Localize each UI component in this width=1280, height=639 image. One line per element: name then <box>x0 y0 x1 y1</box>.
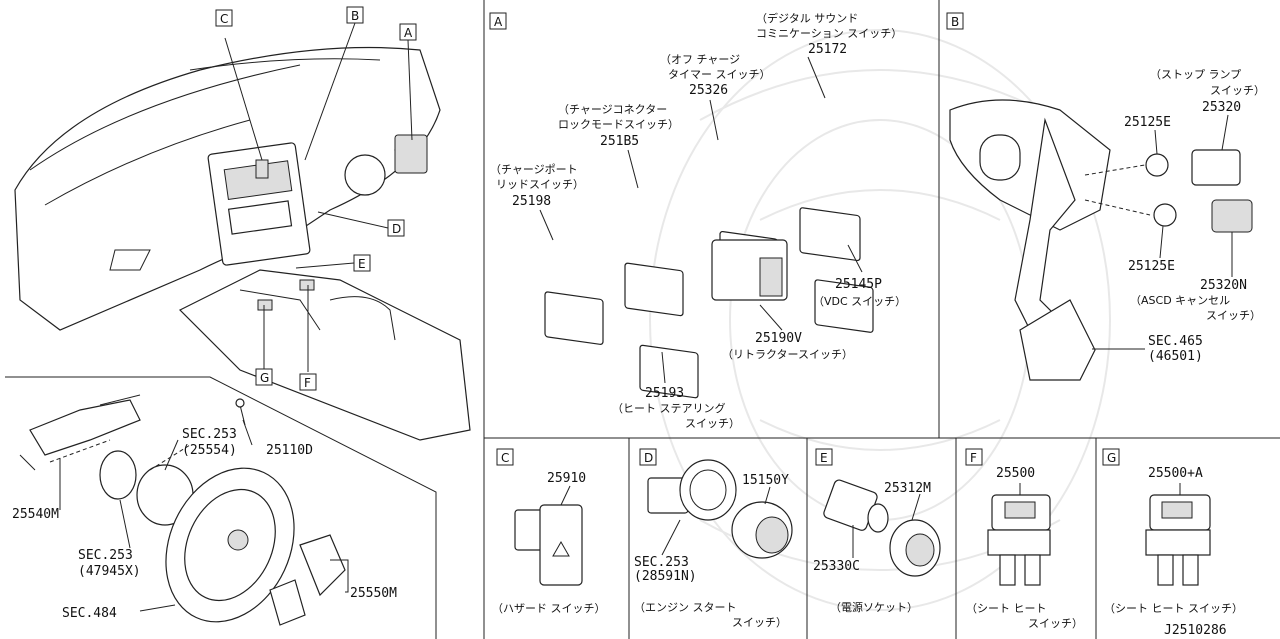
desc-251B5-line2: ロックモードスイッチ） <box>558 118 679 131</box>
desc-25172-line1: （デジタル サウンド <box>756 11 858 25</box>
callout-C[interactable]: C <box>215 9 233 27</box>
part-28591N: (28591N) <box>634 569 697 584</box>
steering-illustration <box>19 394 346 626</box>
desc-25500-line1: （シート ヒート <box>966 602 1047 615</box>
desc-25193-line1: （ヒート ステアリング <box>612 401 726 415</box>
part-25198[interactable]: 25198 <box>512 194 551 209</box>
part-25910[interactable]: 25910 <box>547 471 586 486</box>
svg-text:E: E <box>820 451 828 465</box>
svg-text:D: D <box>644 451 653 465</box>
seat-heat-switch-f <box>987 483 1051 586</box>
desc-25193-line2: スイッチ） <box>685 417 740 430</box>
callout-D[interactable]: D <box>387 219 405 237</box>
part-25125E-upper[interactable]: 25125E <box>1124 115 1171 130</box>
panel-frame <box>5 0 1280 639</box>
desc-25320N-line1: （ASCD キャンセル <box>1130 294 1230 307</box>
part-25500A[interactable]: 25500+A <box>1148 466 1203 481</box>
desc-25172-line2: コミニケーション スイッチ） <box>756 27 902 40</box>
desc-25320-line2: スイッチ） <box>1210 84 1265 97</box>
part-251B5[interactable]: 251B5 <box>600 134 639 149</box>
section-b-pedal <box>949 99 1253 381</box>
svg-text:F: F <box>304 376 311 390</box>
part-sec253-b[interactable]: SEC.253 <box>78 548 133 563</box>
callout-B[interactable]: B <box>346 6 364 24</box>
part-25320[interactable]: 25320 <box>1202 100 1241 115</box>
part-25172[interactable]: 25172 <box>808 42 847 57</box>
part-25554: (25554) <box>182 443 237 458</box>
svg-text:E: E <box>358 257 366 271</box>
section-e-tag: E <box>815 448 833 466</box>
callout-leaders <box>224 22 413 372</box>
desc-engine-start-line1: （エンジン スタート <box>634 601 737 614</box>
desc-power-socket: （電源ソケット） <box>830 600 918 614</box>
part-25190V[interactable]: 25190V <box>755 331 802 346</box>
desc-25198-line2: リッドスイッチ） <box>496 178 584 191</box>
svg-text:F: F <box>970 451 977 465</box>
engine-start-switch <box>647 459 793 559</box>
power-socket <box>823 479 941 577</box>
svg-text:C: C <box>220 12 228 26</box>
desc-25326-line2: タイマー スイッチ） <box>668 68 771 81</box>
desc-25320-line1: （ストップ ランプ <box>1150 68 1241 81</box>
desc-25198-line1: （チャージポート <box>490 163 578 176</box>
svg-text:C: C <box>501 451 509 465</box>
part-47945X: (47945X) <box>78 564 141 579</box>
callout-G[interactable]: G <box>255 368 273 386</box>
part-sec253-d[interactable]: SEC.253 <box>634 555 689 570</box>
callout-A[interactable]: A <box>399 23 417 41</box>
part-25500[interactable]: 25500 <box>996 466 1035 481</box>
svg-text:G: G <box>1107 451 1116 465</box>
section-b-tag: B <box>946 12 964 30</box>
desc-25326-line1: （オフ チャージ <box>660 53 740 66</box>
section-a-tag: A <box>489 12 507 30</box>
part-25330C[interactable]: 25330C <box>813 559 860 574</box>
part-15150Y[interactable]: 15150Y <box>742 473 789 488</box>
callout-F[interactable]: F <box>299 373 317 391</box>
part-25125E-lower[interactable]: 25125E <box>1128 259 1175 274</box>
part-25540M[interactable]: 25540M <box>12 507 59 522</box>
hazard-switch <box>514 485 583 586</box>
dashboard-illustration <box>14 46 471 441</box>
part-25320N[interactable]: 25320N <box>1200 278 1247 293</box>
part-25550M[interactable]: 25550M <box>350 586 397 601</box>
section-f-tag: F <box>965 448 983 466</box>
svg-text:A: A <box>404 26 413 40</box>
section-a-leaders <box>539 56 863 384</box>
svg-text:D: D <box>392 222 401 236</box>
section-a-switches <box>544 207 874 399</box>
seat-heat-switch-g <box>1145 483 1211 586</box>
desc-25500-line2: スイッチ） <box>1028 617 1083 630</box>
desc-25190V: （リトラクタースイッチ） <box>722 348 853 361</box>
desc-25320N-line2: スイッチ） <box>1206 309 1261 322</box>
part-sec465[interactable]: SEC.465 <box>1148 334 1203 349</box>
callout-E[interactable]: E <box>353 254 371 272</box>
svg-text:B: B <box>951 15 959 29</box>
section-c-tag: C <box>496 448 514 466</box>
desc-25910: （ハザード スイッチ） <box>492 602 606 615</box>
part-25193[interactable]: 25193 <box>645 386 684 401</box>
part-25110D[interactable]: 25110D <box>266 443 313 458</box>
part-sec484[interactable]: SEC.484 <box>62 606 117 621</box>
svg-text:B: B <box>351 9 359 23</box>
diagram-code: J2510286 <box>1164 623 1227 638</box>
part-25326[interactable]: 25326 <box>689 83 728 98</box>
part-46501: (46501) <box>1148 349 1203 364</box>
desc-25145P: （VDC スイッチ） <box>813 295 906 308</box>
part-25145P[interactable]: 25145P <box>835 277 882 292</box>
svg-text:A: A <box>494 15 503 29</box>
desc-engine-start-line2: スイッチ） <box>732 616 787 629</box>
section-b-leaders <box>1092 114 1233 350</box>
section-g-tag: G <box>1102 448 1120 466</box>
section-d-tag: D <box>639 448 657 466</box>
desc-251B5-line1: （チャージコネクター <box>558 103 667 116</box>
desc-25500A: （シート ヒート スイッチ） <box>1104 602 1243 615</box>
steering-leaders <box>59 419 349 612</box>
svg-text:G: G <box>260 371 269 385</box>
part-sec253-a[interactable]: SEC.253 <box>182 427 237 442</box>
part-25312M[interactable]: 25312M <box>884 481 931 496</box>
